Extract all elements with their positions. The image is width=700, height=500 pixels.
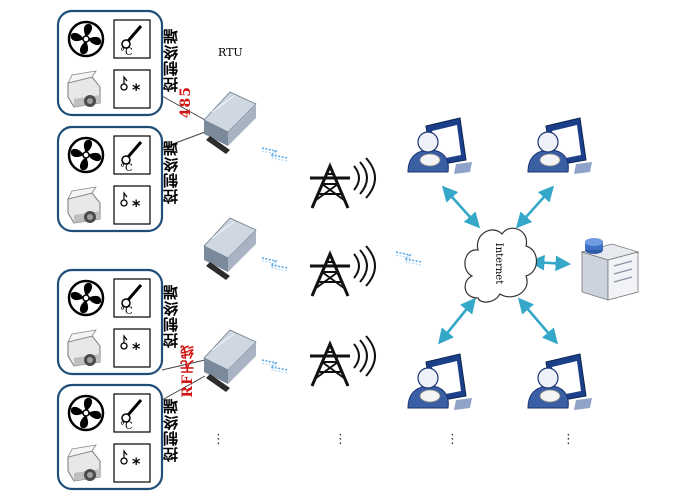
ellipsis-rtu: ⋮ xyxy=(212,432,225,447)
signal-icon-2 xyxy=(261,257,289,272)
rs485-label: 485 xyxy=(178,86,194,119)
workstation-icon-br xyxy=(527,353,593,411)
link-arrow-tl xyxy=(441,185,481,229)
server-icon xyxy=(580,238,640,301)
terminal-card-1 xyxy=(58,11,162,115)
tower-icon-2 xyxy=(308,244,377,298)
tower-icon-3 xyxy=(308,334,377,388)
terminal-label-3: 控制终端 xyxy=(162,284,180,348)
signal-icon-3 xyxy=(261,359,289,374)
link-arrow-bl xyxy=(438,297,476,345)
modem-icon-3 xyxy=(203,329,257,393)
link-arrow-server xyxy=(528,254,572,272)
workstation-icon-tl xyxy=(407,117,473,175)
terminal-card-3 xyxy=(58,270,162,374)
internet-label: Internet xyxy=(493,242,505,285)
link-arrow-br xyxy=(517,297,559,345)
bus-line-1 xyxy=(161,95,206,121)
signal-icon-4 xyxy=(395,251,423,266)
tower-icon-1 xyxy=(308,156,377,210)
workstation-icon-tr xyxy=(527,117,593,175)
link-arrow-tr xyxy=(515,185,555,229)
cloud-icon xyxy=(464,227,538,303)
rtu-label: RTU xyxy=(218,46,243,59)
workstation-icon-bl xyxy=(407,353,473,411)
ellipsis-ws-right: ⋮ xyxy=(562,432,575,447)
rf-wireless-label: RF无线 xyxy=(180,344,196,398)
terminal-card-2 xyxy=(58,127,162,231)
ellipsis-ws-left: ⋮ xyxy=(446,432,459,447)
rf-line-2 xyxy=(161,375,206,401)
modem-icon-2 xyxy=(203,217,257,281)
ellipsis-tower: ⋮ xyxy=(334,432,347,447)
terminal-label-4: 控制终端 xyxy=(162,398,180,462)
terminal-label-1: 控制终端 xyxy=(162,28,180,92)
signal-icon-1 xyxy=(261,147,289,162)
bus-line-2 xyxy=(161,131,206,149)
terminal-card-4 xyxy=(58,385,162,489)
modem-icon-1 xyxy=(203,91,257,155)
terminal-label-2: 控制终端 xyxy=(162,140,180,204)
rf-line-1 xyxy=(161,359,206,371)
